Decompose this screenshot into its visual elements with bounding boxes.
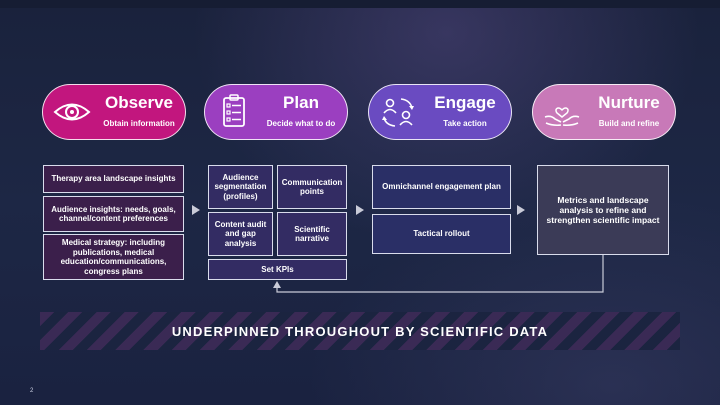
plan-scientific-narrative: Scientific narrative: [277, 212, 347, 256]
page-number: 2: [30, 388, 34, 394]
stage-subtitle: Decide what to do: [266, 119, 336, 128]
stage-nurture: Nurture Build and refine: [532, 84, 676, 140]
stage-title: Observe: [104, 93, 174, 112]
arrow-observe-plan: [192, 205, 200, 215]
observe-item-audience: Audience insights: needs, goals, channel…: [43, 196, 184, 232]
engage-tactical-rollout: Tactical rollout: [372, 214, 511, 254]
hands-heart-icon: [544, 107, 580, 127]
banner-text: UNDERPINNED THROUGHOUT BY SCIENTIFIC DAT…: [171, 323, 549, 339]
stage-subtitle: Take action: [443, 119, 487, 128]
stage-title: Engage: [434, 93, 496, 112]
observe-item-therapy: Therapy area landscape insights: [43, 165, 184, 193]
arrow-engage-nurture: [517, 205, 525, 215]
banner-stripes: [40, 312, 680, 350]
nurture-metrics: Metrics and landscape analysis to refine…: [537, 165, 669, 255]
stage-subtitle: Obtain information: [103, 119, 175, 128]
people-cycle-icon: [382, 98, 414, 127]
stage-observe: Observe Obtain information: [42, 84, 186, 140]
stage-subtitle: Build and refine: [598, 119, 660, 128]
arrow-plan-engage: [356, 205, 364, 215]
stage-title: Plan: [283, 93, 319, 112]
eye-icon: [53, 103, 91, 121]
plan-content-audit: Content audit and gap analysis: [208, 212, 273, 256]
engage-omnichannel: Omnichannel engagement plan: [372, 165, 511, 209]
stage-engage: Engage Take action: [368, 84, 512, 140]
stage-plan: Plan Decide what to do: [204, 84, 348, 140]
top-bar: [0, 0, 720, 8]
plan-audience-segmentation: Audience segmentation (profiles): [208, 165, 273, 209]
checklist-icon: [223, 94, 245, 127]
stage-title: Nurture: [598, 93, 660, 112]
observe-item-strategy: Medical strategy: including publications…: [43, 234, 184, 280]
plan-communication-points: Communication points: [277, 165, 347, 209]
plan-set-kpis: Set KPIs: [208, 259, 347, 280]
